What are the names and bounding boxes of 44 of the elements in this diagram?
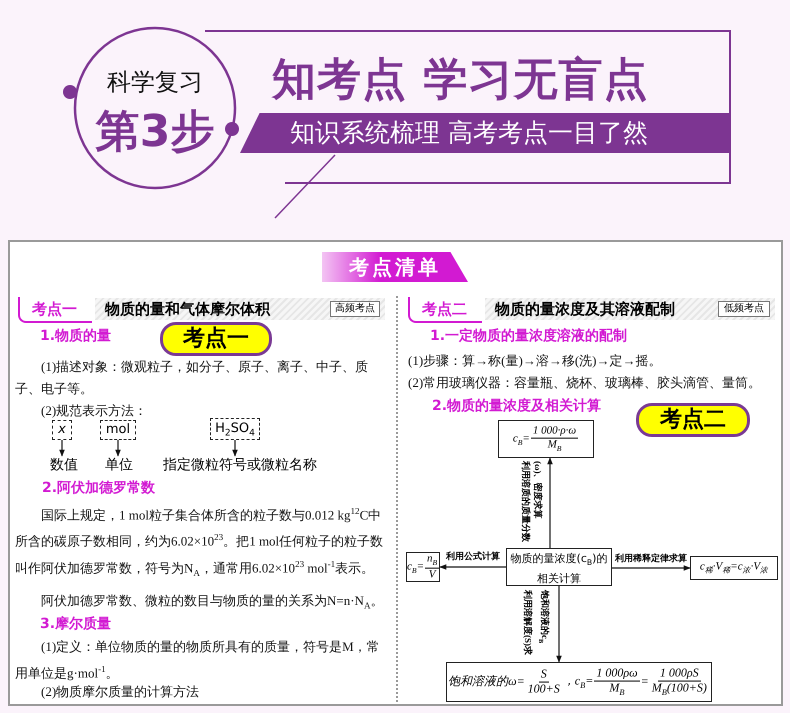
arrow: [439, 564, 506, 570]
title-banner: 知识系统梳理 高考考点一目了然: [240, 113, 730, 153]
callout-box: 考点一: [160, 322, 272, 356]
arrow: [232, 440, 238, 457]
caption-text: 单位: [99, 456, 139, 474]
edge-label: 利用公式计算: [444, 550, 501, 563]
step-number: 第3步: [94, 105, 216, 159]
section-heading: 1.一定物质的量浓度溶液的配制: [430, 326, 628, 346]
arrow: [115, 440, 121, 457]
edge-label: 利用溶质的质量分数(ω)、密度求算: [520, 461, 544, 544]
dashed-box: x: [52, 420, 72, 440]
process-box: 物质的量浓度(c$_{B}$)的相关计算: [506, 548, 612, 586]
arrow: [556, 586, 562, 663]
level-badge: 低频考点: [718, 301, 770, 317]
section-heading: 3.摩尔质量: [40, 614, 112, 634]
arrow: [612, 565, 691, 571]
section-heading: 2.物质的量浓度及相关计算: [432, 396, 602, 416]
section-heading: 2.阿伏加德罗常数: [42, 479, 156, 498]
arrow: [547, 457, 553, 548]
section-tab: 考点一: [18, 297, 92, 323]
formula: c$_{稀}$·V$_{稀}$=c$_{浓}$·V$_{浓}$: [698, 560, 770, 576]
edge-label: 利用稀释定律求算: [614, 552, 688, 565]
section-tab: 考点二: [408, 297, 482, 323]
callout-box: 考点二: [636, 403, 750, 437]
circle-caption: 科学复习: [106, 67, 204, 98]
main-title: 知考点 学习无盲点: [272, 53, 650, 107]
caption-text: 数值: [44, 456, 84, 474]
body-text: 国际上规定，1 mol粒子集合体所含的粒子数与0.012 kg$^{12}$C中所含的碳原子数相同，约为6.02×10$^{23}$。把1 mol任何粒子的粒子数叫作阿伏加德罗常数，符号为N$_{A}$，通常用6.02×10$^{23}$ mol$^{-1}$表示。: [15, 505, 384, 580]
arrow: [59, 440, 65, 457]
formula-box: [690, 556, 778, 580]
level-badge: 高频考点: [330, 301, 380, 317]
dashed-box: mol: [100, 420, 136, 440]
body-text: (1)定义：单位物质的量的物质所具有的质量，符号是M，常用单位是g·mol$^{-1}$。: [15, 638, 381, 682]
body-text: (2)物质摩尔质量的计算方法: [40, 683, 200, 701]
body-text: 阿伏加德罗常数、微粒的数目与物质的量的关系为N=n·N$_{A}$。: [40, 592, 385, 613]
formula-box: [498, 420, 594, 458]
body-text: (2)规范表示方法：: [40, 402, 148, 420]
body-text: (2)常用玻璃仪器：容量瓶、烧杯、玻璃棒、胶头滴管、量筒。: [408, 374, 762, 392]
body-text: (1)步骤：算→称(量)→溶→移(洗)→定→摇。: [408, 352, 662, 370]
caption-text: 指定微粒符号或微粒名称: [155, 456, 325, 474]
body-text: (1)描述对象：微观粒子，如分子、原子、离子、中子、质子、电子等。: [15, 358, 370, 398]
dashed-box: H$_{2}$SO$_{4}$: [210, 418, 260, 440]
section-badge: 考点清单: [322, 252, 468, 282]
section-heading: 1.物质的量: [40, 327, 112, 346]
